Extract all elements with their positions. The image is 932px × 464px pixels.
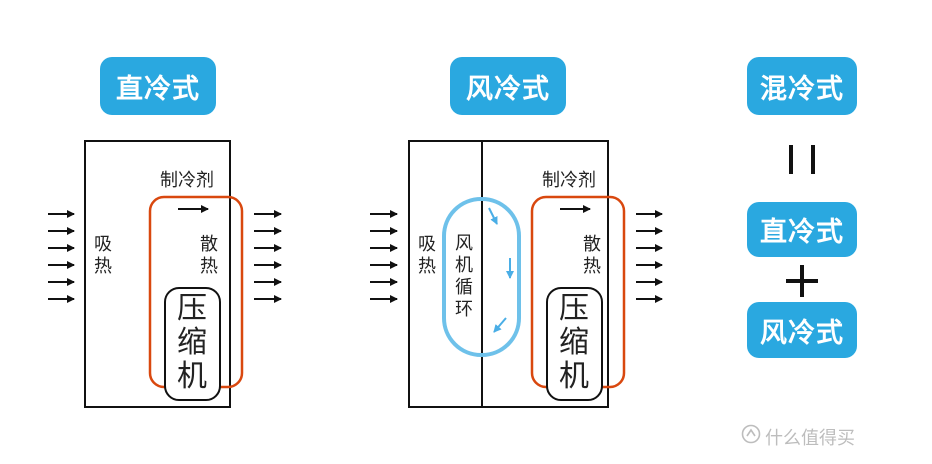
refrigerant-label: 制冷剂 bbox=[160, 170, 214, 191]
fan-loop bbox=[442, 197, 521, 357]
dissipate-heat-label: 散热 bbox=[583, 234, 601, 277]
refrigerant-label: 制冷剂 bbox=[542, 170, 596, 191]
fan-arrow-3 bbox=[493, 317, 507, 333]
compressor-label: 压缩机 bbox=[559, 291, 589, 394]
fan-arrow-1 bbox=[488, 207, 498, 225]
hybrid-cooling-title: 混冷式 bbox=[747, 57, 857, 115]
fan-cycle-label: 风机循环 bbox=[455, 233, 473, 320]
hybrid-part-direct: 直冷式 bbox=[747, 202, 857, 257]
compressor-box bbox=[546, 287, 603, 401]
compressor-label: 压缩机 bbox=[177, 291, 207, 394]
hybrid-part-air: 风冷式 bbox=[747, 302, 857, 358]
fridge-box bbox=[84, 140, 231, 408]
watermark-text: 什么值得买 bbox=[765, 428, 855, 449]
outflow-arrows bbox=[636, 210, 663, 303]
air-panel bbox=[370, 140, 663, 408]
smzdm-logo-icon bbox=[741, 424, 761, 444]
inflow-arrows bbox=[370, 210, 398, 303]
hybrid-panel bbox=[786, 145, 818, 297]
air-cooling-title: 风冷式 bbox=[450, 57, 566, 115]
outflow-arrows bbox=[254, 210, 282, 303]
compressor-box bbox=[164, 287, 221, 401]
direct-cooling-title: 直冷式 bbox=[100, 57, 216, 115]
fridge-box bbox=[408, 140, 609, 408]
absorb-heat-label: 吸热 bbox=[94, 234, 112, 277]
dissipate-heat-label: 散热 bbox=[200, 234, 218, 277]
absorb-heat-label: 吸热 bbox=[418, 234, 436, 277]
direct-panel bbox=[48, 140, 282, 408]
inflow-arrows bbox=[48, 210, 75, 303]
